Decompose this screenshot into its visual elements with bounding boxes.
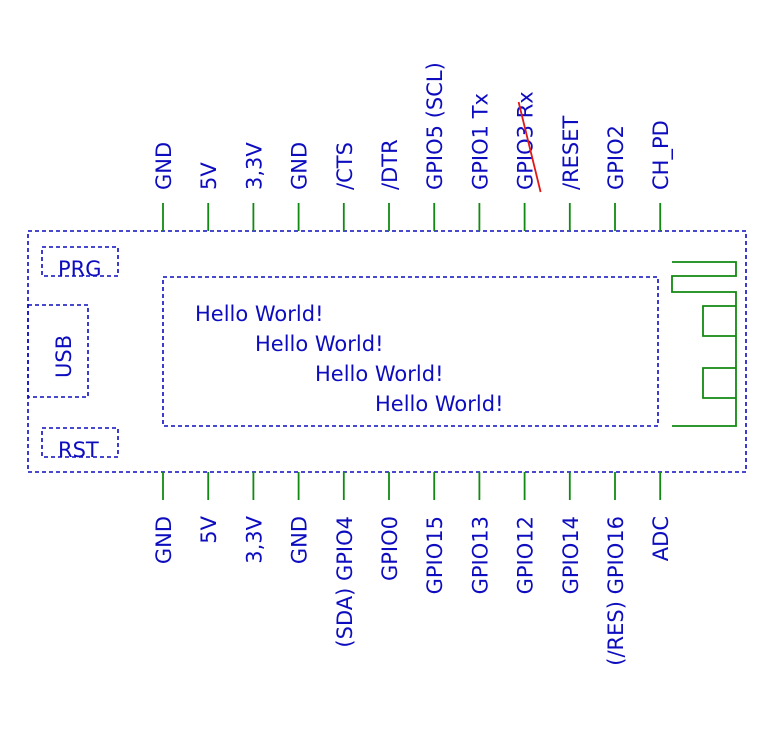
bottom-pin-header: GND 5V 3,3V GND (SDA) GPIO4 GPIO0 GPIO15 GPIO13… <box>152 472 673 666</box>
bottom-pin-label-gnd: GND <box>152 516 176 564</box>
top-pin-label-dtr: /DTR <box>378 139 402 190</box>
display-line-1: Hello World! <box>195 302 324 326</box>
usb-connector: USB <box>27 304 89 398</box>
bottom-pin-label-5v: 5V <box>197 515 221 543</box>
bottom-pin-label-gpio12: GPIO12 <box>514 516 538 594</box>
bottom-pin-label-res-gpio16: (/RES) GPIO16 <box>604 516 628 666</box>
top-pin-label-5v: 5V <box>197 162 221 190</box>
rst-button-label: RST <box>58 438 99 462</box>
top-pin-label-gpio1-tx: GPIO1 Tx <box>468 93 492 190</box>
top-pin-label-gpio2: GPIO2 <box>604 125 628 190</box>
display-line-2: Hello World! <box>255 332 384 356</box>
top-pin-header: GND 5V 3,3V GND/CTS/DTR GPIO5 (SCL) GPIO1 Tx G… <box>152 62 674 231</box>
antenna-trace <box>671 261 737 427</box>
bottom-pin-label-adc: ADC <box>649 516 673 561</box>
board-outline <box>27 230 747 473</box>
usb-label: USB <box>52 335 76 378</box>
bottom-pin-label-3-3v: 3,3V <box>242 515 266 563</box>
strike-through-mark <box>517 101 542 193</box>
top-pin-label-cts: /CTS <box>333 142 357 190</box>
rst-button: RST <box>41 427 119 462</box>
prg-button: PRG <box>41 246 119 281</box>
bottom-pin-label-gpio14: GPIO14 <box>559 516 583 594</box>
top-pin-label-reset: /RESET <box>559 115 583 190</box>
top-pin-label-3-3v: 3,3V <box>242 142 266 190</box>
top-pin-label-gnd: GND <box>152 142 176 190</box>
bottom-pin-label-sda-gpio4: (SDA) GPIO4 <box>333 516 357 648</box>
display-line-3: Hello World! <box>315 362 444 386</box>
top-pin-label-gpio5-scl: GPIO5 (SCL) <box>423 62 447 190</box>
bottom-pin-label-gpio0: GPIO0 <box>378 516 402 581</box>
bottom-pin-label-gpio15: GPIO15 <box>423 516 447 594</box>
top-pin-label-ch-pd: CH_PD <box>649 120 674 190</box>
oled-display: Hello World! Hello World! Hello World! H… <box>162 276 659 427</box>
top-pin-label-gpio3-rx: GPIO3 Rx <box>514 91 538 190</box>
top-pin-label-gnd: GND <box>288 142 312 190</box>
bottom-pin-label-gpio13: GPIO13 <box>468 516 492 594</box>
prg-button-label: PRG <box>58 257 102 281</box>
bottom-pin-label-gnd: GND <box>288 516 312 564</box>
display-line-4: Hello World! <box>375 392 504 416</box>
